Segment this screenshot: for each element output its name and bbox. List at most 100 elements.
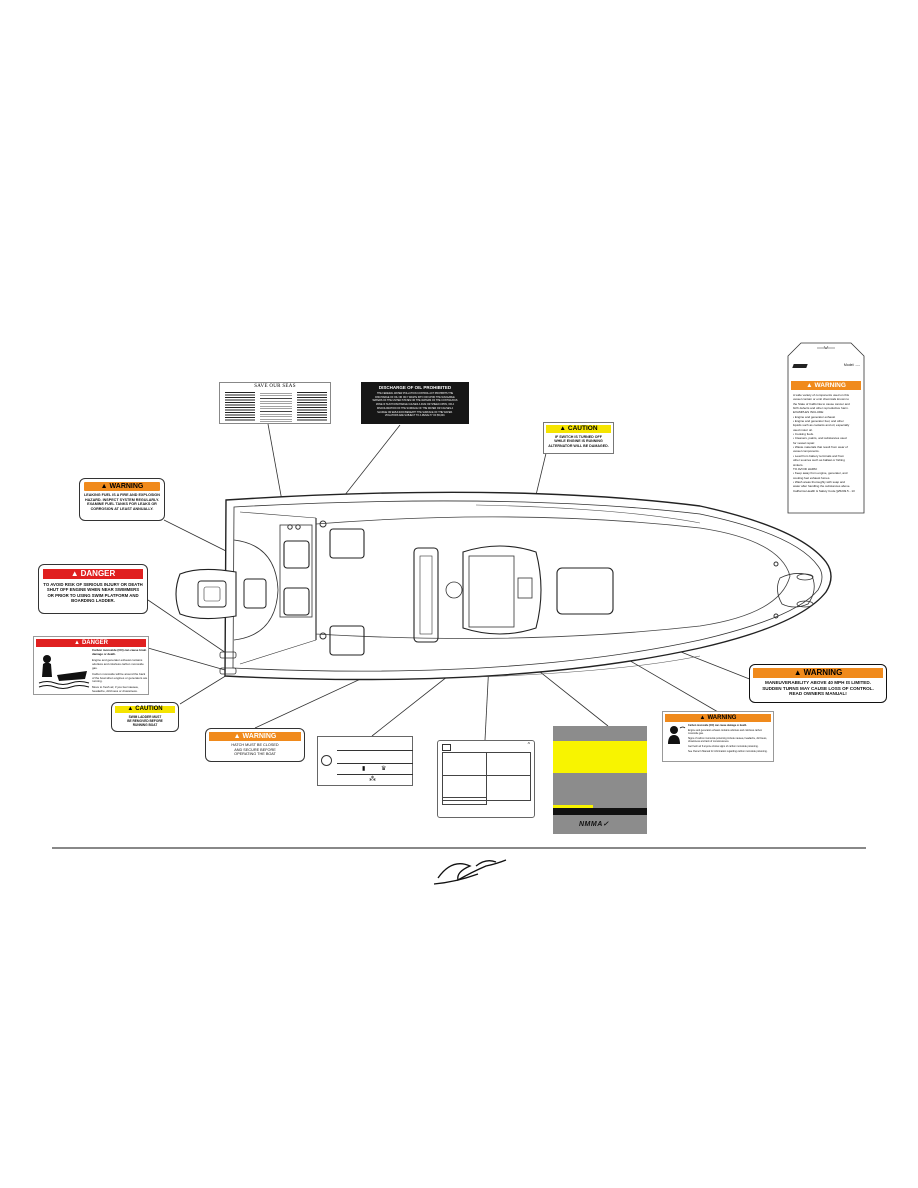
plate-logo-icon (442, 744, 451, 751)
plate-grid (442, 752, 531, 801)
label-line: vessel contain or emit chemicals known t… (793, 397, 850, 402)
placard-left-column (225, 392, 255, 422)
label-line: SHUT OFF ENGINE WHEN NEAR SWIMMERS (46, 587, 140, 593)
header-text: CAUTION (567, 425, 598, 432)
leader-danger-swimmers (147, 599, 227, 654)
label-line: A wide variety of components used on thi… (793, 393, 850, 397)
label-line: OR PRIOR TO USING SWIM PLATFORM AND (47, 592, 139, 598)
label-line: • Wash areas thoroughly with soap and (793, 479, 845, 484)
label-switch-panel: ▮ ♛ ⁂ (317, 736, 413, 786)
label-nmma-cert: NMMA✓ (553, 726, 647, 834)
label-line: EXAMPLES INCLUDE: (793, 410, 825, 415)
label-line: vessel components. (793, 449, 820, 454)
label-line: AND SECURE BEFORE (234, 747, 276, 752)
plate-serial-box (442, 797, 487, 805)
placard-title: SAVE OUR SEAS (254, 384, 296, 389)
nmma-logo: NMMA✓ (579, 820, 609, 828)
anchor-light-icon: ♛ (381, 766, 387, 772)
warning-triangle-icon: ▲ (559, 425, 566, 432)
label-line: OPERATING THE BOAT (234, 752, 276, 757)
label-line: Move to fresh air, if you feel nausea, h… (92, 685, 139, 694)
label-header: ▲WARNING (753, 668, 883, 678)
placard-center-column (260, 392, 292, 422)
label-body: Carbon monoxide (CO) can cause damage or… (688, 724, 772, 754)
label-header: ▲CAUTION (115, 706, 175, 713)
label-caution-switch: ▲CAUTION IF SWITCH IS TURNED OFF WHILE E… (543, 422, 614, 454)
tag-code: Model: ---- (843, 363, 860, 367)
warning-triangle-icon: ▲ (699, 715, 706, 721)
label-warning-co-helm: ▲WARNING Carbon monoxide (CO) can cause … (662, 711, 774, 762)
person-boat-pictogram-icon (37, 649, 91, 693)
nmma-logo-text: NMMA (579, 821, 603, 828)
label-line: SWIM LADDER MUST (128, 715, 162, 719)
label-body: IF SWITCH IS TURNED OFF WHILE ENGINE IS … (544, 435, 613, 448)
label-line: HATCH MUST BE CLOSED (231, 743, 279, 747)
warning-triangle-icon: ▲ (70, 569, 79, 578)
label-line: Carbon monoxide (CO) can cause damage or… (688, 724, 747, 727)
label-line: SUDDEN TURNS MAY CAUSE LOSS OF CONTROL. (762, 685, 874, 691)
label-line: • Waste materials that result from wear … (793, 445, 848, 450)
label-body: LEAKING FUEL IS A FIRE AND EXPLOSION HAZ… (80, 493, 164, 512)
label-line: California Health & Safety Code §25249.5… (793, 488, 855, 493)
header-text: WARNING (707, 715, 737, 721)
checkmark-icon: ✓ (602, 821, 610, 828)
placard-right-column (297, 392, 327, 422)
label-caution-ladder: ▲CAUTION SWIM LADDER MUST BE REMOVED BEF… (111, 702, 179, 732)
warning-triangle-icon: ▲ (793, 668, 802, 677)
header-text: WARNING (242, 733, 277, 740)
mounting-hole-icon (321, 755, 332, 766)
label-line: TO AVOID RISK OF SERIOUS INJURY OR DEATH (43, 582, 143, 587)
label-line: TO AVOID HARM: (793, 466, 818, 471)
label-line: BOARDING LADDER. (71, 598, 115, 604)
brand-mark-icon (792, 364, 808, 368)
label-body: Carbon monoxide (CO) can cause brain dam… (92, 648, 148, 694)
label-line: water after handling the substances abov… (793, 484, 851, 489)
label-line: Carbon monoxide will be around the back … (92, 671, 148, 684)
label-line: Get fresh air if anyone shows signs of c… (688, 745, 759, 749)
label-line: • Engine and generator fuel, and other (793, 419, 844, 424)
header-text: CAUTION (135, 706, 163, 712)
nmma-yellow-stripe (553, 805, 593, 808)
label-line: See Owner's Manual for information regar… (688, 750, 768, 754)
warning-triangle-icon: ▲ (806, 382, 813, 389)
plate-arrow-icon: ^ (527, 742, 530, 748)
header-text: WARNING (109, 483, 144, 490)
label-line: liquids such as coolants and oil, especi… (793, 423, 850, 428)
label-danger-swimmers: ▲DANGER TO AVOID RISK OF SERIOUS INJURY … (38, 564, 148, 614)
label-line: other sources such as ballast or fishing (793, 458, 845, 463)
label-line: used motor oil. (793, 427, 813, 432)
leader-caution-ladder (179, 671, 233, 705)
label-warning-fuel: ▲WARNING LEAKING FUEL IS A FIRE AND EXPL… (79, 478, 165, 521)
label-header: ▲WARNING (665, 714, 771, 722)
label-line: CORROSION AT LEAST ANNUALLY. (90, 506, 154, 511)
warning-triangle-icon: ▲ (100, 483, 108, 490)
label-line: ZONE IF SUCH DISCHARGE CAUSES A FILM OR … (375, 403, 455, 407)
label-body: TO AVOID RISK OF SERIOUS INJURY OR DEATH… (39, 582, 147, 603)
header-text: WARNING (814, 382, 846, 389)
nmma-black-band (553, 808, 647, 815)
label-line: RUNNING BOAT (132, 723, 158, 727)
label-line: BE REMOVED BEFORE (127, 719, 163, 723)
label-body: A wide variety of components used on thi… (793, 393, 861, 493)
label-header: ▲DANGER (36, 639, 146, 647)
label-line: SLUDGE OR EMULSION BENEATH THE SURFACE O… (377, 410, 453, 414)
light-bulb-icon: ▮ (362, 766, 366, 772)
header-text: DANGER (81, 640, 108, 646)
label-line: Engine and generator exhaust contains od… (92, 657, 144, 670)
label-line: ALTERNATOR WILL BE DAMAGED. (548, 443, 609, 448)
label-body: MANEUVERABILITY ABOVE 40 MPH IS LIMITED.… (750, 680, 886, 697)
label-line: birth defects and other reproductive har… (793, 406, 849, 411)
label-line: DISCHARGE OF OIL OR OILY WASTE INTO OR U… (375, 395, 455, 399)
label-line: Engine and generator exhaust contains od… (688, 728, 763, 736)
label-header: ▲DANGER (43, 569, 143, 579)
boat-hull (175, 491, 832, 681)
header-text: DANGER (80, 569, 116, 578)
label-header: ▲WARNING (791, 381, 861, 390)
warning-triangle-icon: ▲ (127, 706, 134, 712)
label-line: WHILE ENGINE IS RUNNING (554, 439, 603, 444)
label-line: • Keep away from engine, generator, and (793, 471, 848, 476)
label-line: • Cooking fuels. (793, 432, 814, 437)
label-line: MANEUVERABILITY ABOVE 40 MPH IS LIMITED. (765, 680, 871, 685)
label-line: READ OWNERS MANUAL! (789, 691, 847, 697)
